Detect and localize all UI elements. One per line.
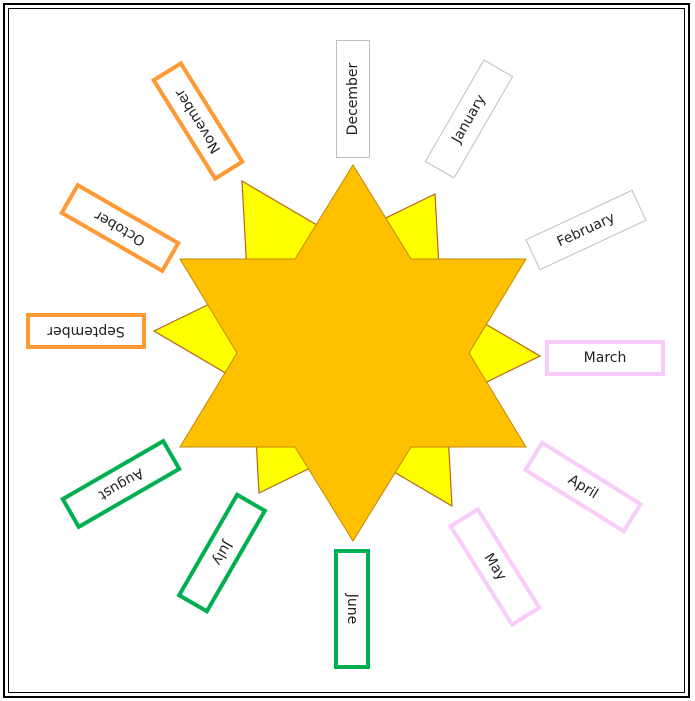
sun-front-star <box>179 164 527 542</box>
month-march: March <box>545 340 665 376</box>
month-june: June <box>334 549 370 669</box>
outer-border <box>3 3 690 698</box>
month-september: September <box>26 313 146 349</box>
inner-border <box>8 8 685 693</box>
month-december: December <box>336 40 370 158</box>
